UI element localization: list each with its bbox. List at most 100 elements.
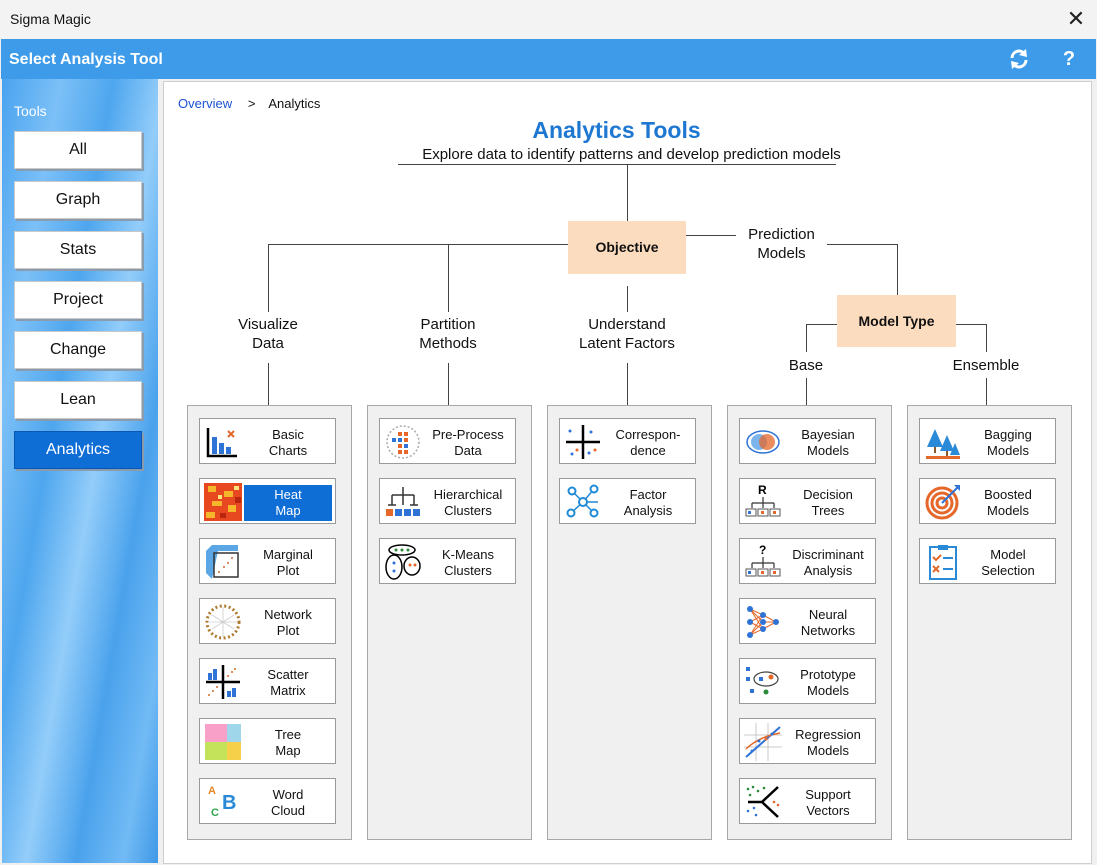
sidebar-item-lean[interactable]: Lean <box>14 381 142 419</box>
connector-line <box>448 363 449 405</box>
decision-tree-icon: R <box>744 483 782 521</box>
label-line: Analysis <box>803 563 853 578</box>
connector-line <box>806 324 837 325</box>
discriminant-icon: ? <box>744 543 782 581</box>
label-line: dence <box>630 443 666 458</box>
word-cloud-letter: A <box>208 785 216 797</box>
sidebar-item-all[interactable]: All <box>14 131 142 169</box>
label-line: Prototype <box>800 667 856 682</box>
label-line: Networks <box>800 623 856 638</box>
refresh-icon[interactable] <box>1005 45 1033 73</box>
partition-methods-label-line2: Methods <box>419 335 477 352</box>
label-line: Trees <box>811 503 845 518</box>
label-line: Map <box>275 503 301 518</box>
sidebar-item-change[interactable]: Change <box>14 331 142 369</box>
connector-line <box>986 324 987 352</box>
bagging-icon <box>924 423 962 461</box>
factor-analysis-icon <box>564 483 602 521</box>
label-line: Decision <box>803 487 853 502</box>
subtitle-underline <box>398 164 836 165</box>
correspondence-button[interactable]: Correspon-dence <box>559 418 696 464</box>
label-line: Pre-Process <box>432 427 504 442</box>
label-line: Models <box>987 443 1029 458</box>
sidebar-item-analytics[interactable]: Analytics <box>14 431 142 469</box>
correspondence-icon <box>564 423 602 461</box>
label-line: Matrix <box>270 683 306 698</box>
label-line: Hierarchical <box>433 487 503 502</box>
base-label: Base <box>788 357 824 374</box>
sidebar-item-stats[interactable]: Stats <box>14 231 142 269</box>
label-line: Regression <box>795 727 861 742</box>
pre-process-icon <box>384 423 422 461</box>
label-line: Marginal <box>263 547 313 562</box>
label-line: Word <box>272 787 304 802</box>
connector-line <box>806 324 807 352</box>
label-line: Network <box>264 607 312 622</box>
label-line: Correspon- <box>615 427 681 442</box>
breadcrumb: Overview > Analytics <box>178 96 320 111</box>
bar-chart-icon <box>204 423 242 461</box>
label-line: Boosted <box>984 487 1032 502</box>
label-line: Discriminant <box>792 547 864 562</box>
word-cloud-icon: A B C <box>204 783 242 821</box>
label-line: Models <box>807 683 849 698</box>
ensemble-label: Ensemble <box>952 357 1020 374</box>
window-title: Sigma Magic <box>10 11 91 27</box>
label-line: Models <box>987 503 1029 518</box>
sidebar-item-graph[interactable]: Graph <box>14 181 142 219</box>
label-line: Bayesian <box>801 427 855 442</box>
sidebar-item-project[interactable]: Project <box>14 281 142 319</box>
breadcrumb-overview-link[interactable]: Overview <box>178 96 233 111</box>
connector-line <box>627 286 628 312</box>
partition-methods-label: Partition Methods <box>393 315 503 353</box>
objective-box: Objective <box>568 221 686 274</box>
prediction-models-label-line2: Models <box>757 245 806 262</box>
latent-factors-label-line1: Understand <box>588 316 666 333</box>
partition-methods-label-line1: Partition <box>420 316 476 333</box>
page-subtitle: Explore data to identify patterns and de… <box>422 146 841 163</box>
dialog-title: Select Analysis Tool <box>9 51 163 68</box>
heat-map-icon <box>204 483 242 521</box>
close-icon[interactable]: ✕ <box>1066 6 1086 31</box>
model-selection-icon <box>924 543 962 581</box>
hierarchical-clusters-icon <box>384 483 422 521</box>
tree-map-icon <box>204 723 242 761</box>
label-line: Basic <box>272 427 304 442</box>
label-line: Bagging <box>984 427 1032 442</box>
label-line: Factor <box>629 487 667 502</box>
help-icon[interactable]: ? <box>1062 48 1076 70</box>
